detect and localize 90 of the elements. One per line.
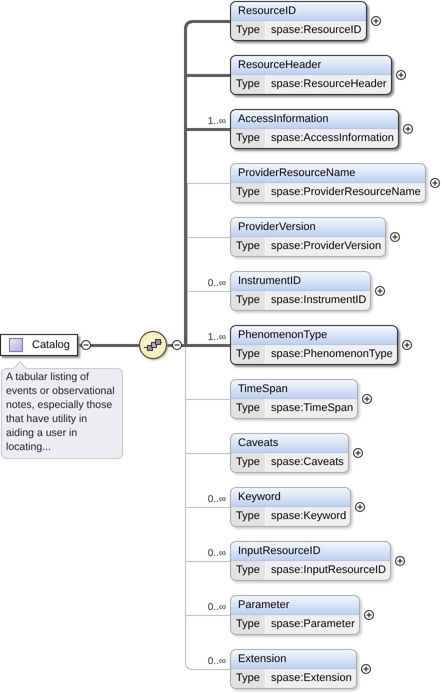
type-label: Type [231,291,266,310]
connector-line [187,291,188,344]
connector-line [187,237,230,238]
element-box [230,595,360,635]
connector-line [185,399,230,400]
annotation-text: A tabular listing of events or observational notes, especially those that have utility in aiding a user in locating... [6,370,116,454]
connector-line [185,615,186,662]
element-box [230,649,357,689]
element-box [230,487,352,527]
connector-line [187,183,230,184]
type-label: Type [231,129,266,148]
element-name: InstrumentID [231,272,370,291]
connector-line [78,344,139,347]
type-value: spase:Extension [266,669,356,688]
connector-line [185,661,230,670]
type-label: Type [231,561,266,580]
type-label: Type [231,183,266,202]
type-label: Type [231,453,266,472]
type-value: spase:ResourceHeader [266,75,391,94]
connector-line [184,130,187,346]
connector-line [184,76,187,130]
element-name: Parameter [231,596,359,615]
element-box [230,1,366,41]
element-name: Caveats [231,434,348,453]
multiplicity-label: 1..∞ [208,116,226,128]
connector-line [185,615,230,616]
element-box [230,379,358,419]
multiplicity-label: 0..∞ [208,602,226,614]
multiplicity-label: 0..∞ [208,548,226,560]
type-label: Type [231,669,266,688]
element-name: Extension [231,650,356,669]
type-value: spase:PhenomenonType [266,345,397,364]
type-value: spase:InstrumentID [266,291,370,310]
type-label: Type [231,21,266,40]
element-box [230,433,349,473]
connector-line [185,399,186,454]
element-name: ProviderVersion [231,218,386,237]
connector-line [185,561,230,562]
annotation-callout [1,361,123,459]
type-label: Type [231,237,266,256]
element-name: Keyword [231,488,350,507]
element-name: AccessInformation [231,110,398,129]
element-name: TimeSpan [231,380,358,399]
type-value: spase:TimeSpan [266,399,358,418]
type-value: spase:Parameter [266,615,359,634]
connector-line [187,183,188,238]
type-label: Type [231,345,266,364]
connector-line [167,344,186,347]
type-label: Type [231,75,266,94]
multiplicity-label: 1..∞ [208,332,226,344]
type-value: spase:AccessInformation [266,129,398,148]
element-box [230,325,398,365]
connector-line [185,345,186,400]
connector-line [185,507,186,562]
element-box [230,109,399,149]
type-value: spase:InputResourceID [266,561,390,580]
connector-line [185,507,230,508]
element-box [230,55,392,95]
type-value: spase:Keyword [266,507,350,526]
type-value: spase:ProviderResourceName [266,183,425,202]
type-value: spase:ProviderVersion [266,237,386,256]
type-value: spase:ResourceID [266,21,366,40]
connector-line [184,30,187,76]
connector-line [187,291,230,292]
connector-line [185,561,186,616]
element-name: InputResourceID [231,542,390,561]
element-name: PhenomenonType [231,326,397,345]
connector-line [186,74,230,77]
connector-line [184,20,230,30]
element-box [230,271,372,311]
type-label: Type [231,399,266,418]
element-name: ResourceHeader [231,56,391,75]
element-box [230,217,386,257]
element-box [230,163,426,203]
type-label: Type [231,507,266,526]
connector-line [186,128,230,131]
element-name: ProviderResourceName [231,164,425,183]
multiplicity-label: 0..∞ [208,656,226,668]
type-label: Type [231,615,266,634]
connector-line [187,237,188,292]
element-name: ResourceID [231,2,366,21]
type-value: spase:Caveats [266,453,348,472]
element-box [0,334,78,356]
multiplicity-label: 0..∞ [208,278,226,290]
connector-line [185,453,186,508]
multiplicity-label: 0..∞ [208,494,226,506]
connector-line [185,453,230,454]
element-name: Catalog [32,338,70,353]
element-box [230,541,391,581]
connector-line [186,344,230,347]
